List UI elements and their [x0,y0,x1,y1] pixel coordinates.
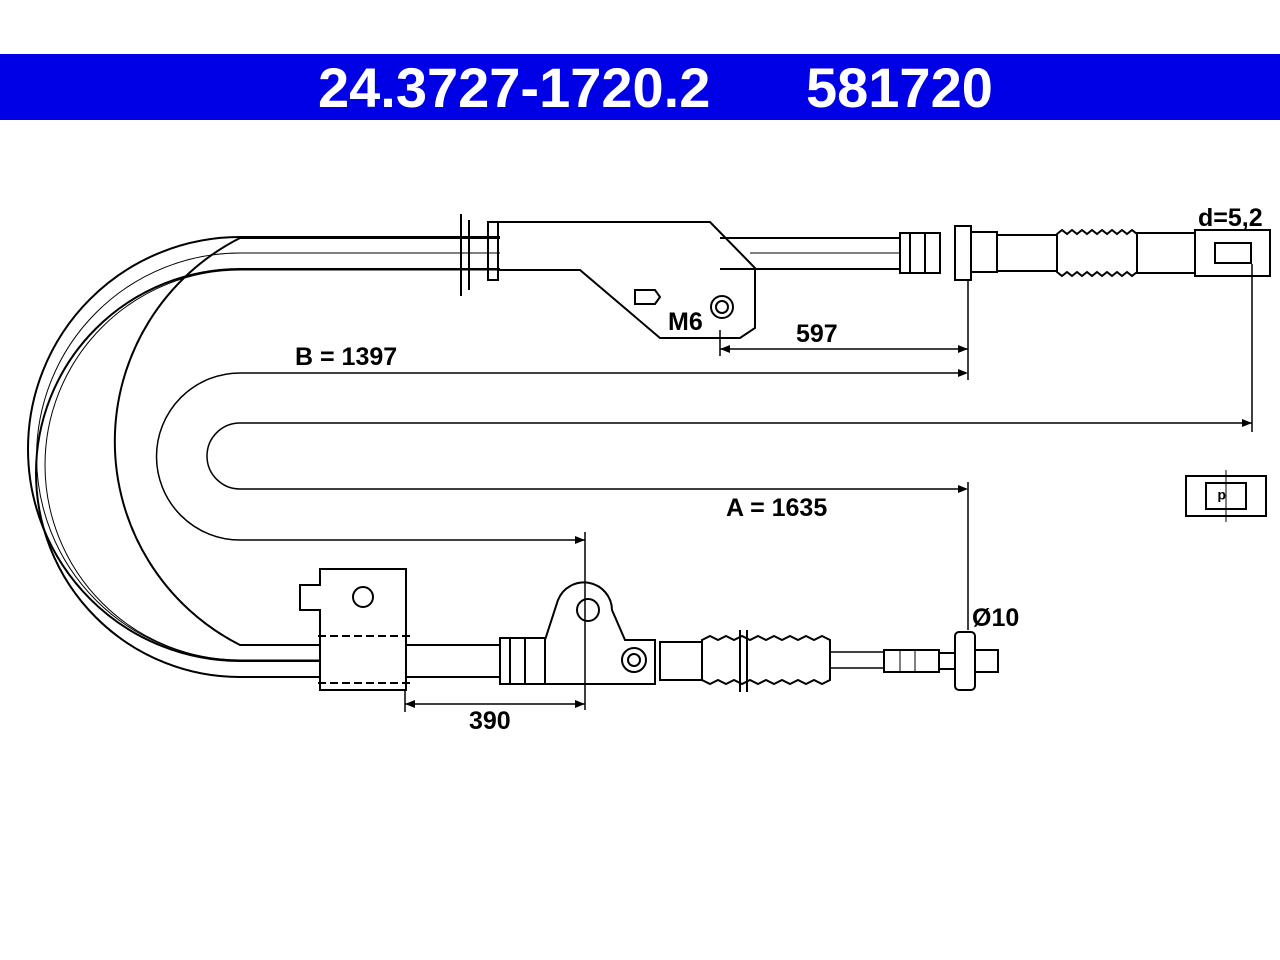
eye-diameter-label: d=5,2 [1198,204,1263,232]
outer-sheath-inner [35,268,500,678]
length-b-label: B = 1397 [295,343,398,371]
outer-sheath-outer [113,237,500,646]
bottom-center-bracket [544,581,656,685]
top-bracket [497,221,756,339]
section-letter: d [1217,489,1226,505]
offset-390-label: 390 [469,707,511,735]
thread-label: M6 [668,308,703,336]
nipple-end [954,631,976,691]
length-a-label: A = 1635 [726,494,828,522]
outer-sheath-top [27,236,500,662]
nipple-diameter-label: Ø10 [972,604,1020,632]
bottom-left-bracket [299,568,407,691]
reference-number: 581720 [806,56,993,119]
header-bar: 24.3727-1720.2 581720 [0,54,1280,120]
part-number: 24.3727-1720.2 [318,56,711,119]
dimension-a-loop [206,422,1252,490]
offset-597-label: 597 [796,320,838,348]
dimension-b-loop [155,372,965,541]
eye-end [1194,229,1271,277]
outer-sheath-bottom [44,269,500,661]
inner-core-line [36,252,500,661]
